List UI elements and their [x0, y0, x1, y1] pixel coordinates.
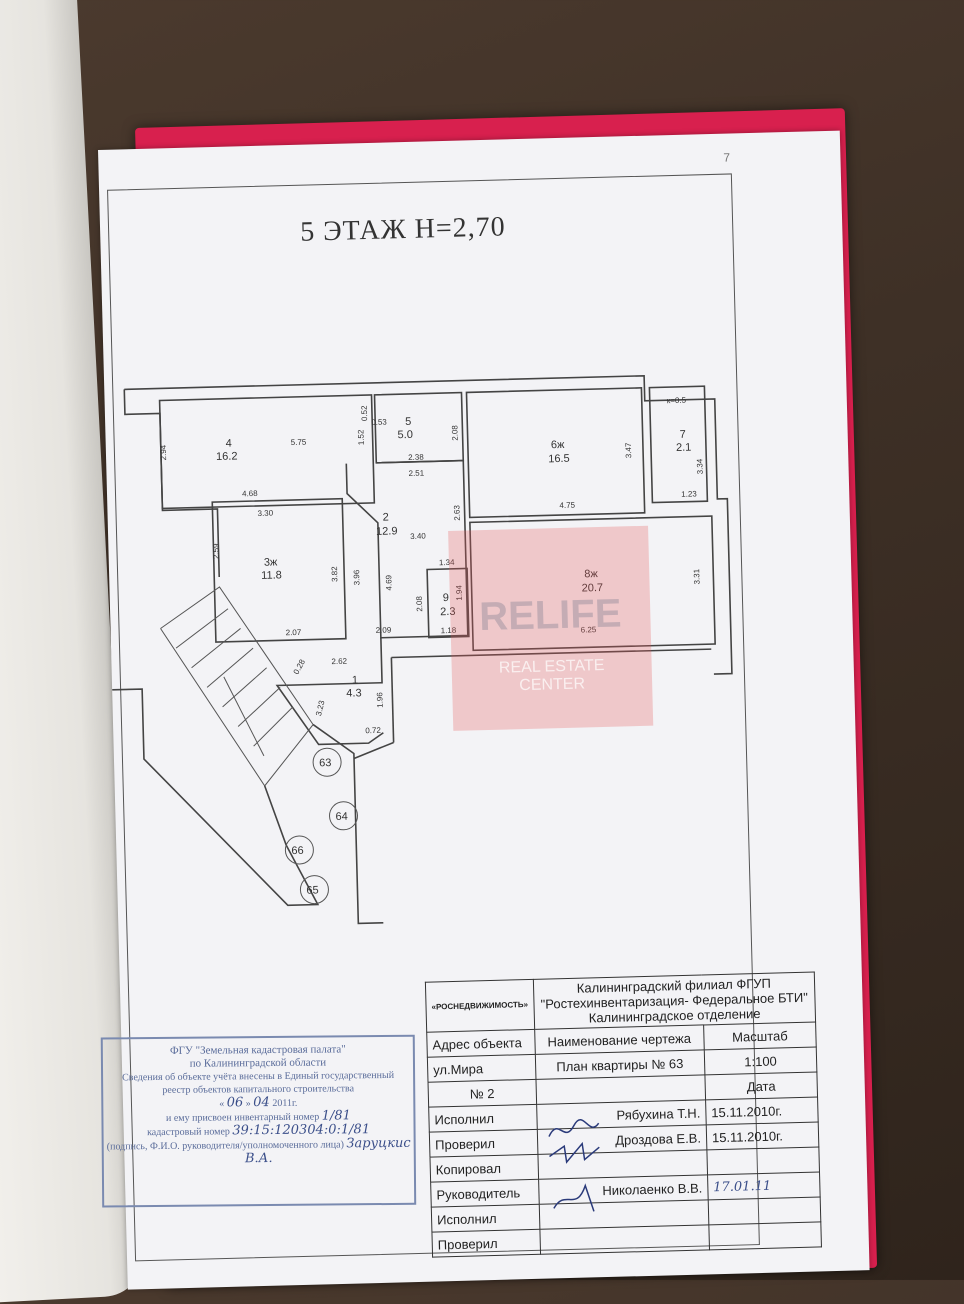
dim-label: 3.31	[692, 568, 701, 584]
room-5-number: 5	[405, 416, 411, 428]
address-number: № 2	[428, 1079, 537, 1108]
dim-label: 3.34	[695, 458, 704, 474]
watermark-text: REAL ESTATE CENTER	[451, 656, 652, 697]
stamp-inv-number: 1/81	[321, 1108, 351, 1124]
dim-label: 6.25	[581, 625, 597, 634]
room-5-area: 5.0	[397, 429, 413, 441]
dim-label: 2.59	[211, 543, 220, 559]
dim-label: 3.82	[330, 566, 339, 582]
room-2-number: 2	[383, 512, 389, 524]
neighbor-apt-63: 63	[319, 757, 332, 769]
sign-date	[708, 1221, 822, 1250]
apartment-floor-plan: 63 64 66 65 4 16.2 5 5.0 6ж 16.5 7 2.1 2…	[112, 374, 733, 925]
signature-1	[548, 1119, 600, 1137]
sign-date: 15.11.2010г.	[705, 1096, 819, 1125]
dim-label: 5.75	[291, 438, 307, 447]
dim-label: 0.72	[365, 726, 381, 735]
role: Проверил	[429, 1129, 538, 1158]
neighbor-apt-64: 64	[335, 811, 348, 823]
room-7-area: 2.1	[676, 442, 692, 454]
dim-label: к=0.5	[667, 396, 687, 406]
title-block: «РОСНЕДВИЖИМОСТЬ» Калининградский филиал…	[425, 972, 822, 1258]
scale-value: 1:100	[704, 1047, 817, 1075]
dim-label: 2.94	[159, 444, 168, 460]
dim-label: 1.96	[375, 692, 384, 708]
room-1-number: 1	[352, 674, 358, 686]
room-1-area: 4.3	[346, 687, 362, 699]
role: Исполнил	[428, 1104, 537, 1133]
dim-label: 2.38	[408, 453, 424, 462]
org-full: Калининградский филиал ФГУП "Ростехинвен…	[532, 972, 816, 1030]
room-6-number: 6ж	[551, 439, 565, 451]
dim-label: 1.18	[441, 626, 457, 635]
stamp-date-year: 2011г.	[272, 1097, 298, 1110]
room-6-area: 16.5	[548, 453, 570, 466]
room-8-area: 20.7	[581, 582, 603, 595]
dim-label: 4.68	[242, 489, 258, 498]
dim-label: 2.08	[415, 596, 424, 612]
dim-label: 1.94	[455, 584, 464, 600]
room-3-area: 11.8	[261, 569, 282, 582]
stamp-line-6: кадастровый номер	[147, 1126, 230, 1139]
stamp-line-3: Сведения об объекте учёта внесены в Един…	[122, 1069, 395, 1084]
room-3-number: 3ж	[264, 556, 278, 568]
dim-label: 2.51	[408, 469, 424, 478]
stamp-signer-row: (подпись, Ф.И.О. руководителя/уполномоче…	[104, 1136, 414, 1168]
stamp-date-month: 04	[253, 1095, 270, 1111]
dim-label: 1.52	[356, 429, 365, 445]
stamp-line-7: (подпись, Ф.И.О. руководителя/уполномоче…	[106, 1139, 344, 1153]
role: Исполнил	[431, 1204, 540, 1233]
col-scale-header: Масштаб	[703, 1022, 817, 1050]
room-4-area: 16.2	[216, 450, 238, 463]
dim-label: 2.62	[331, 657, 347, 666]
dim-label: 3.40	[410, 532, 426, 541]
room-2-area: 12.9	[376, 525, 398, 538]
dim-label: 4.75	[559, 501, 575, 510]
neighbor-apt-65: 65	[306, 884, 319, 896]
dim-label: 3.23	[314, 699, 327, 717]
floor-plan-sheet: 7 5 ЭТАЖ Н=2,70 63 64	[98, 130, 870, 1290]
role: Руководитель	[430, 1179, 539, 1208]
dim-label: 4.69	[384, 574, 393, 590]
person-name	[539, 1224, 710, 1255]
address-street: ул.Мира	[427, 1054, 536, 1083]
dim-label: 0.52	[360, 405, 369, 421]
room-4-number: 4	[226, 438, 232, 450]
room-9-area: 2.3	[440, 606, 456, 618]
neighbor-apt-66: 66	[291, 845, 304, 857]
dim-label: 1.34	[439, 558, 455, 567]
dim-label: 2.09	[376, 625, 392, 634]
signature-3	[553, 1183, 595, 1212]
sign-date	[706, 1146, 820, 1175]
cadastral-stamp: ФГУ "Земельная кадастровая палата" по Ка…	[100, 1034, 417, 1208]
watermark-logo: RELIFE	[478, 591, 622, 640]
role: Проверил	[431, 1229, 541, 1258]
stamp-date-day: 06	[226, 1095, 244, 1111]
dim-label: 0.53	[371, 418, 387, 427]
room-9-number: 9	[443, 592, 449, 604]
signature-2	[549, 1141, 600, 1164]
col-date-header: Дата	[704, 1071, 818, 1100]
sign-date	[708, 1196, 821, 1225]
sign-date: 17.01.11	[707, 1171, 821, 1200]
dim-label: 2.07	[286, 628, 302, 637]
dim-label: 0.28	[292, 657, 308, 675]
dim-label: 2.08	[450, 425, 459, 441]
dim-label: 2.63	[452, 504, 461, 520]
dim-label: 3.47	[624, 442, 633, 458]
org-short: «РОСНЕДВИЖИМОСТЬ»	[425, 979, 535, 1033]
dim-label: 3.96	[352, 569, 361, 585]
room-8-number: 8ж	[584, 568, 598, 580]
sign-date: 15.11.2010г.	[706, 1121, 819, 1150]
role: Копировал	[429, 1154, 539, 1183]
col-address-header: Адрес объекта	[426, 1029, 535, 1058]
dim-label: 1.23	[681, 489, 697, 498]
room-7-number: 7	[679, 429, 685, 441]
dim-label: 3.30	[257, 509, 273, 518]
